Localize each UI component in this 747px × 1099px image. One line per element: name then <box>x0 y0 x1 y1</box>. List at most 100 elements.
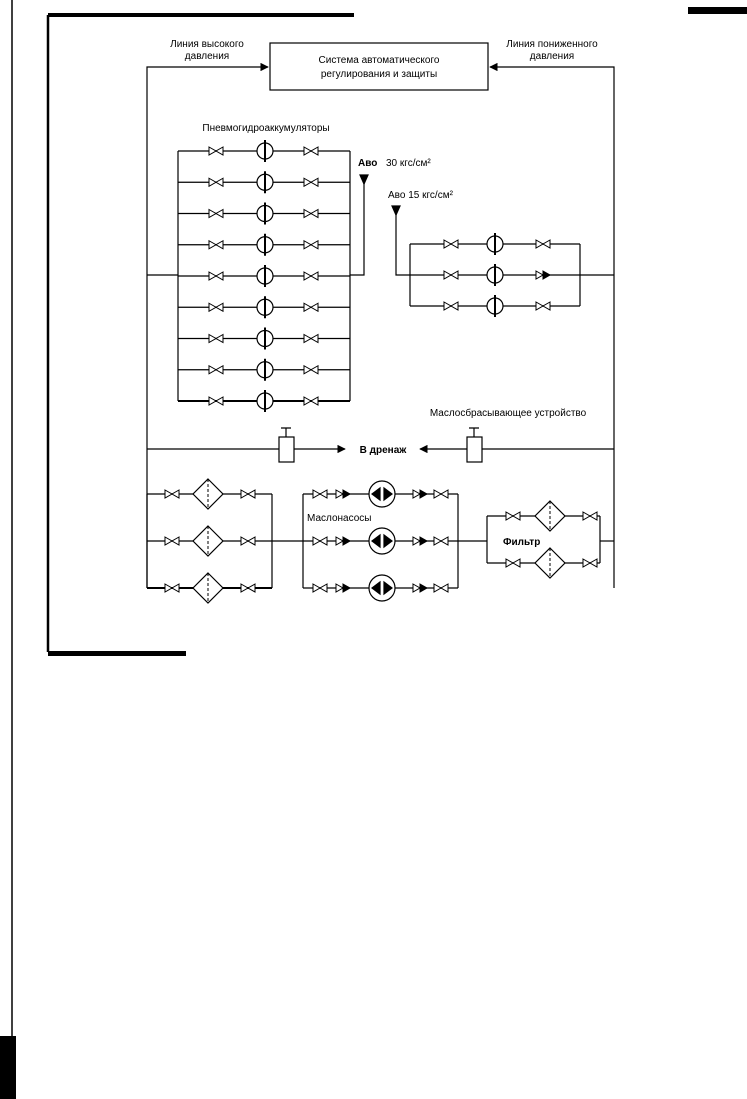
relief-device-label: Маслосбрасывающее устройство <box>430 407 587 419</box>
valve-symbol <box>541 301 551 311</box>
valve-symbol <box>309 333 319 344</box>
check-valve-symbol <box>335 489 345 499</box>
low-pressure-line <box>489 62 615 588</box>
valve-symbol <box>449 301 459 311</box>
pump-arrow <box>371 486 381 502</box>
valve-symbol <box>214 177 224 188</box>
valve-symbol <box>214 208 224 219</box>
valve-symbol <box>164 583 174 593</box>
check-valve-symbol <box>419 583 429 593</box>
gauge-low-line <box>395 214 410 276</box>
low-line-label-2: давления <box>530 51 574 62</box>
check-valve-symbol <box>535 270 545 280</box>
drain-section <box>147 427 614 463</box>
valve-symbol <box>535 301 545 311</box>
valve-symbol <box>208 239 218 250</box>
valve-symbol <box>303 396 313 406</box>
pressure-low-label: Аво 15 кгс/см² <box>388 190 454 201</box>
valve-symbol <box>246 583 256 593</box>
valve-symbol <box>588 511 598 521</box>
control-system-label-1: Система автоматического <box>319 55 440 66</box>
check-valve-symbol <box>542 270 552 280</box>
valve-symbol <box>208 364 218 375</box>
valve-symbol <box>449 239 459 249</box>
high-pressure-line <box>146 62 269 588</box>
check-valve-symbol <box>335 583 345 593</box>
pump-arrow <box>371 580 381 596</box>
check-valve-symbol <box>412 536 422 546</box>
valve-symbol <box>443 239 453 249</box>
valve-symbol <box>214 271 224 281</box>
valve-symbol <box>214 302 224 313</box>
valve-symbol <box>443 270 453 280</box>
pump-arrow <box>383 533 393 549</box>
right-accumulator-group <box>391 205 614 317</box>
pump-arrow <box>383 580 393 596</box>
valve-symbol <box>535 239 545 249</box>
accumulators-label: Пневмогидроаккумуляторы <box>202 123 329 134</box>
check-valve-symbol <box>342 489 352 499</box>
valve-symbol <box>309 146 319 156</box>
valve-symbol <box>505 511 515 521</box>
valve-symbol <box>208 333 218 344</box>
valve-symbol <box>588 558 598 568</box>
pump-filter-section <box>146 478 614 604</box>
valve-symbol <box>309 177 319 188</box>
check-valve-symbol <box>335 536 345 546</box>
valve-symbol <box>303 364 313 375</box>
high-line-label-1: Линия высокого <box>170 39 244 50</box>
pump-symbol <box>368 574 396 602</box>
drain-label: В дренаж <box>360 445 408 456</box>
valve-symbol <box>214 146 224 156</box>
valve-symbol <box>170 536 180 546</box>
valve-symbol <box>433 536 443 546</box>
valve-symbol <box>443 301 453 311</box>
valve-symbol <box>439 489 449 499</box>
accumulator-bank <box>177 140 369 412</box>
valve-symbol <box>312 536 322 546</box>
acc-gauge-line <box>350 180 365 276</box>
top-rule <box>48 13 354 17</box>
pump-arrow <box>383 486 393 502</box>
valve-symbol <box>309 302 319 313</box>
valve-symbol <box>303 208 313 219</box>
valve-symbol <box>303 146 313 156</box>
valve-symbol <box>208 177 218 188</box>
pump-symbol <box>368 527 396 555</box>
valve-symbol <box>312 583 322 593</box>
valve-symbol <box>433 489 443 499</box>
control-system-box <box>269 42 489 91</box>
valve-symbol <box>208 146 218 156</box>
valve-symbol <box>240 489 250 499</box>
relief-valve-right-stem <box>469 427 479 437</box>
control-system-label-2: регулирования и защиты <box>321 69 437 80</box>
high-line-label-2: давления <box>185 51 229 62</box>
pumps-label: Маслонасосы <box>307 513 371 524</box>
valve-symbol <box>449 270 459 280</box>
check-valve-symbol <box>342 536 352 546</box>
pressure-high-value: 30 кгс/см² <box>386 158 431 169</box>
gauge-low-marker <box>391 205 401 217</box>
valve-symbol <box>433 583 443 593</box>
pump-symbol <box>368 480 396 508</box>
pump-arrow <box>371 533 381 549</box>
valve-symbol <box>505 558 515 568</box>
valve-symbol <box>170 583 180 593</box>
valve-symbol <box>170 489 180 499</box>
valve-symbol <box>208 396 218 406</box>
check-valve-symbol <box>412 489 422 499</box>
valve-symbol <box>303 302 313 313</box>
top-right-bar <box>688 7 747 14</box>
valve-symbol <box>582 558 592 568</box>
bottom-left-bar <box>0 1036 16 1099</box>
main-lines <box>146 62 615 588</box>
valve-symbol <box>541 239 551 249</box>
valve-symbol <box>309 364 319 375</box>
valve-symbol <box>208 271 218 281</box>
valve-symbol <box>164 489 174 499</box>
valve-symbol <box>582 511 592 521</box>
pressure-high-symbol: Аво <box>358 158 377 169</box>
valve-symbol <box>246 489 256 499</box>
valve-symbol <box>303 333 313 344</box>
